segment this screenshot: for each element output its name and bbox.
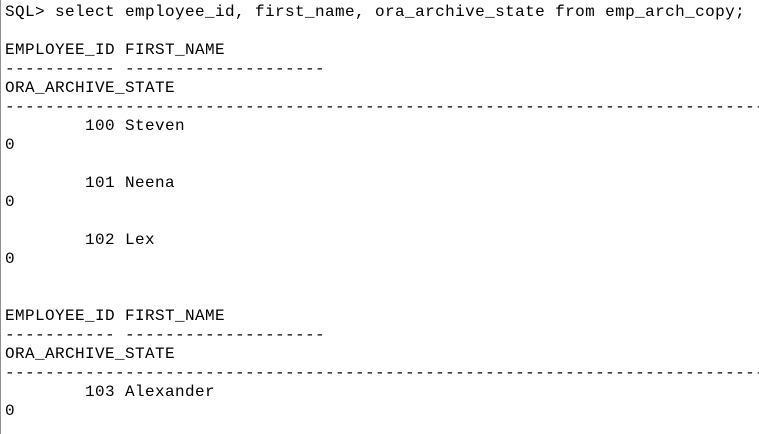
- row-employee-102-line: 102 Lex: [5, 231, 156, 249]
- row-employee-103-line: 103 Alexander: [5, 383, 216, 401]
- row-employee-101-line: 101 Neena: [5, 174, 176, 192]
- column-headers-line: EMPLOYEE_ID FIRST_NAME: [5, 307, 226, 325]
- blank-line: [5, 269, 759, 288]
- blank-line: [5, 212, 759, 231]
- row-employee-102-archive-state-line: 0: [5, 250, 16, 268]
- row-employee-100-archive-state-line: 0: [5, 136, 16, 154]
- row-employee-101-archive-state-line: 0: [5, 193, 16, 211]
- wrapped-column-header-line: ORA_ARCHIVE_STATE: [5, 345, 176, 363]
- wrapped-column-header-line: ORA_ARCHIVE_STATE: [5, 79, 176, 97]
- long-separator-line: ----------------------------------------…: [5, 364, 759, 382]
- column-separator-line: ----------- --------------------: [5, 326, 326, 344]
- row-employee-100-line: 100 Steven: [5, 117, 186, 135]
- row-employee-103-archive-state-line: 0: [5, 402, 16, 420]
- blank-line: [5, 155, 759, 174]
- blank-line: [5, 288, 759, 307]
- column-headers-line: EMPLOYEE_ID FIRST_NAME: [5, 41, 226, 59]
- blank-line: [5, 22, 759, 41]
- column-separator-line: ----------- --------------------: [5, 60, 326, 78]
- sql-command-line: SQL> select employee_id, first_name, ora…: [5, 3, 746, 21]
- long-separator-line: ----------------------------------------…: [5, 98, 759, 116]
